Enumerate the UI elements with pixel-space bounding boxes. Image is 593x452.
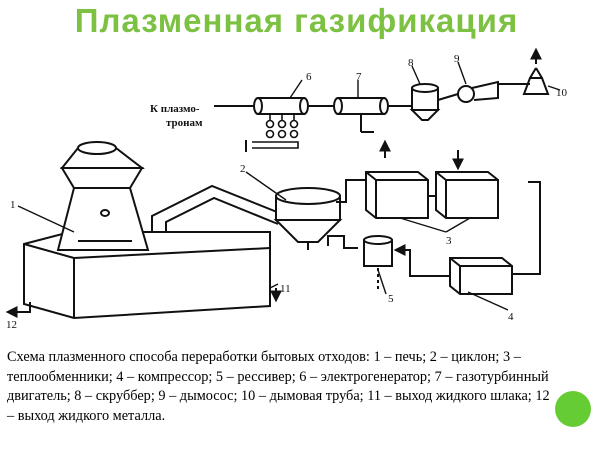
chimney-10	[522, 67, 550, 95]
label-1: 1	[10, 199, 16, 211]
label-3: 3	[446, 235, 452, 247]
compressor-4	[449, 257, 513, 295]
piping	[5, 47, 542, 318]
label-7: 7	[356, 71, 362, 83]
plasma-gasification-diagram: К плазмо- тронам 1 2 3 4 5 6 7 8 9 10 11…	[5, 47, 568, 331]
slide-title: Плазменная газификация	[74, 2, 519, 39]
cyclone-2	[273, 187, 343, 250]
scrubber-8	[409, 83, 441, 121]
plasmatron-label-line2: тронам	[166, 117, 203, 129]
label-10: 10	[556, 87, 568, 99]
heat-exchanger-b	[435, 171, 499, 219]
label-2: 2	[240, 163, 246, 175]
label-5: 5	[388, 293, 394, 305]
exhauster-9	[457, 80, 499, 103]
gas-turbine-7	[333, 97, 389, 115]
label-6: 6	[306, 71, 312, 83]
leader-lines	[17, 61, 561, 311]
label-4: 4	[508, 311, 514, 323]
plasmatron-label-line1: К плазмо-	[150, 103, 200, 115]
plasmatron-units	[252, 114, 299, 149]
diagram-caption: Схема плазменного способа переработки бы…	[7, 349, 550, 424]
label-9: 9	[454, 53, 460, 65]
accent-dot	[555, 391, 591, 427]
label-11: 11	[280, 283, 291, 295]
receiver-5	[363, 235, 393, 267]
gas-duct	[151, 184, 283, 232]
furnace-1	[56, 141, 150, 251]
label-8: 8	[408, 57, 414, 69]
label-12: 12	[6, 319, 17, 331]
generator-6	[253, 97, 309, 115]
heat-exchanger-a	[365, 171, 429, 219]
